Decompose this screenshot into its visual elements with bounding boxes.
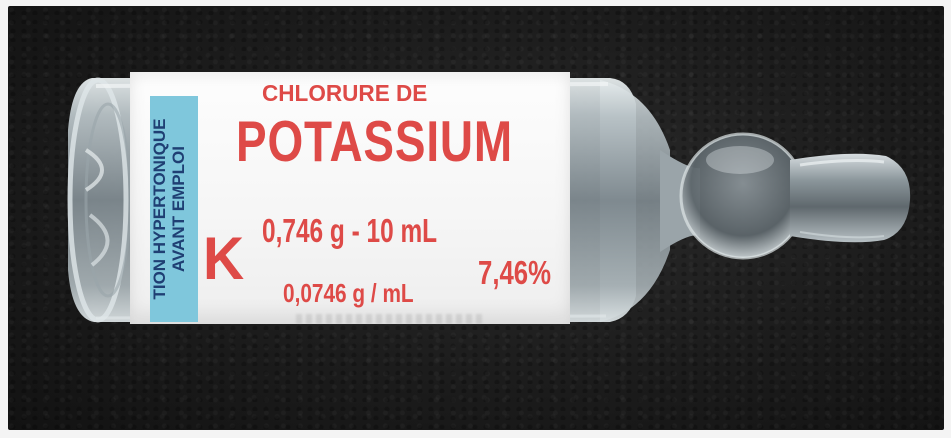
percent-text: 7,46% — [478, 254, 551, 291]
band-text: TION HYPERTONIQUE AVANT EMPLOI — [150, 96, 198, 322]
ampoule-bulb — [681, 134, 805, 258]
concentration-text: 0,0746 g / mL — [283, 278, 414, 308]
potassium-symbol: K — [203, 225, 245, 292]
label-blue-band — [150, 96, 198, 322]
dose-text: 0,746 g - 10 mL — [262, 212, 438, 249]
ampoule-shoulder — [600, 80, 670, 322]
label-smudge — [296, 314, 486, 324]
ampoule-label — [130, 72, 570, 324]
ampoule-tip — [790, 153, 911, 243]
heading-small: CHLORURE DE — [262, 80, 428, 106]
ampoule-base-ring — [67, 77, 129, 323]
band-line-1: TION HYPERTONIQUE — [150, 118, 169, 300]
heading-large: POTASSIUM — [236, 109, 513, 174]
band-line-2: AVANT EMPLOI — [169, 146, 188, 272]
